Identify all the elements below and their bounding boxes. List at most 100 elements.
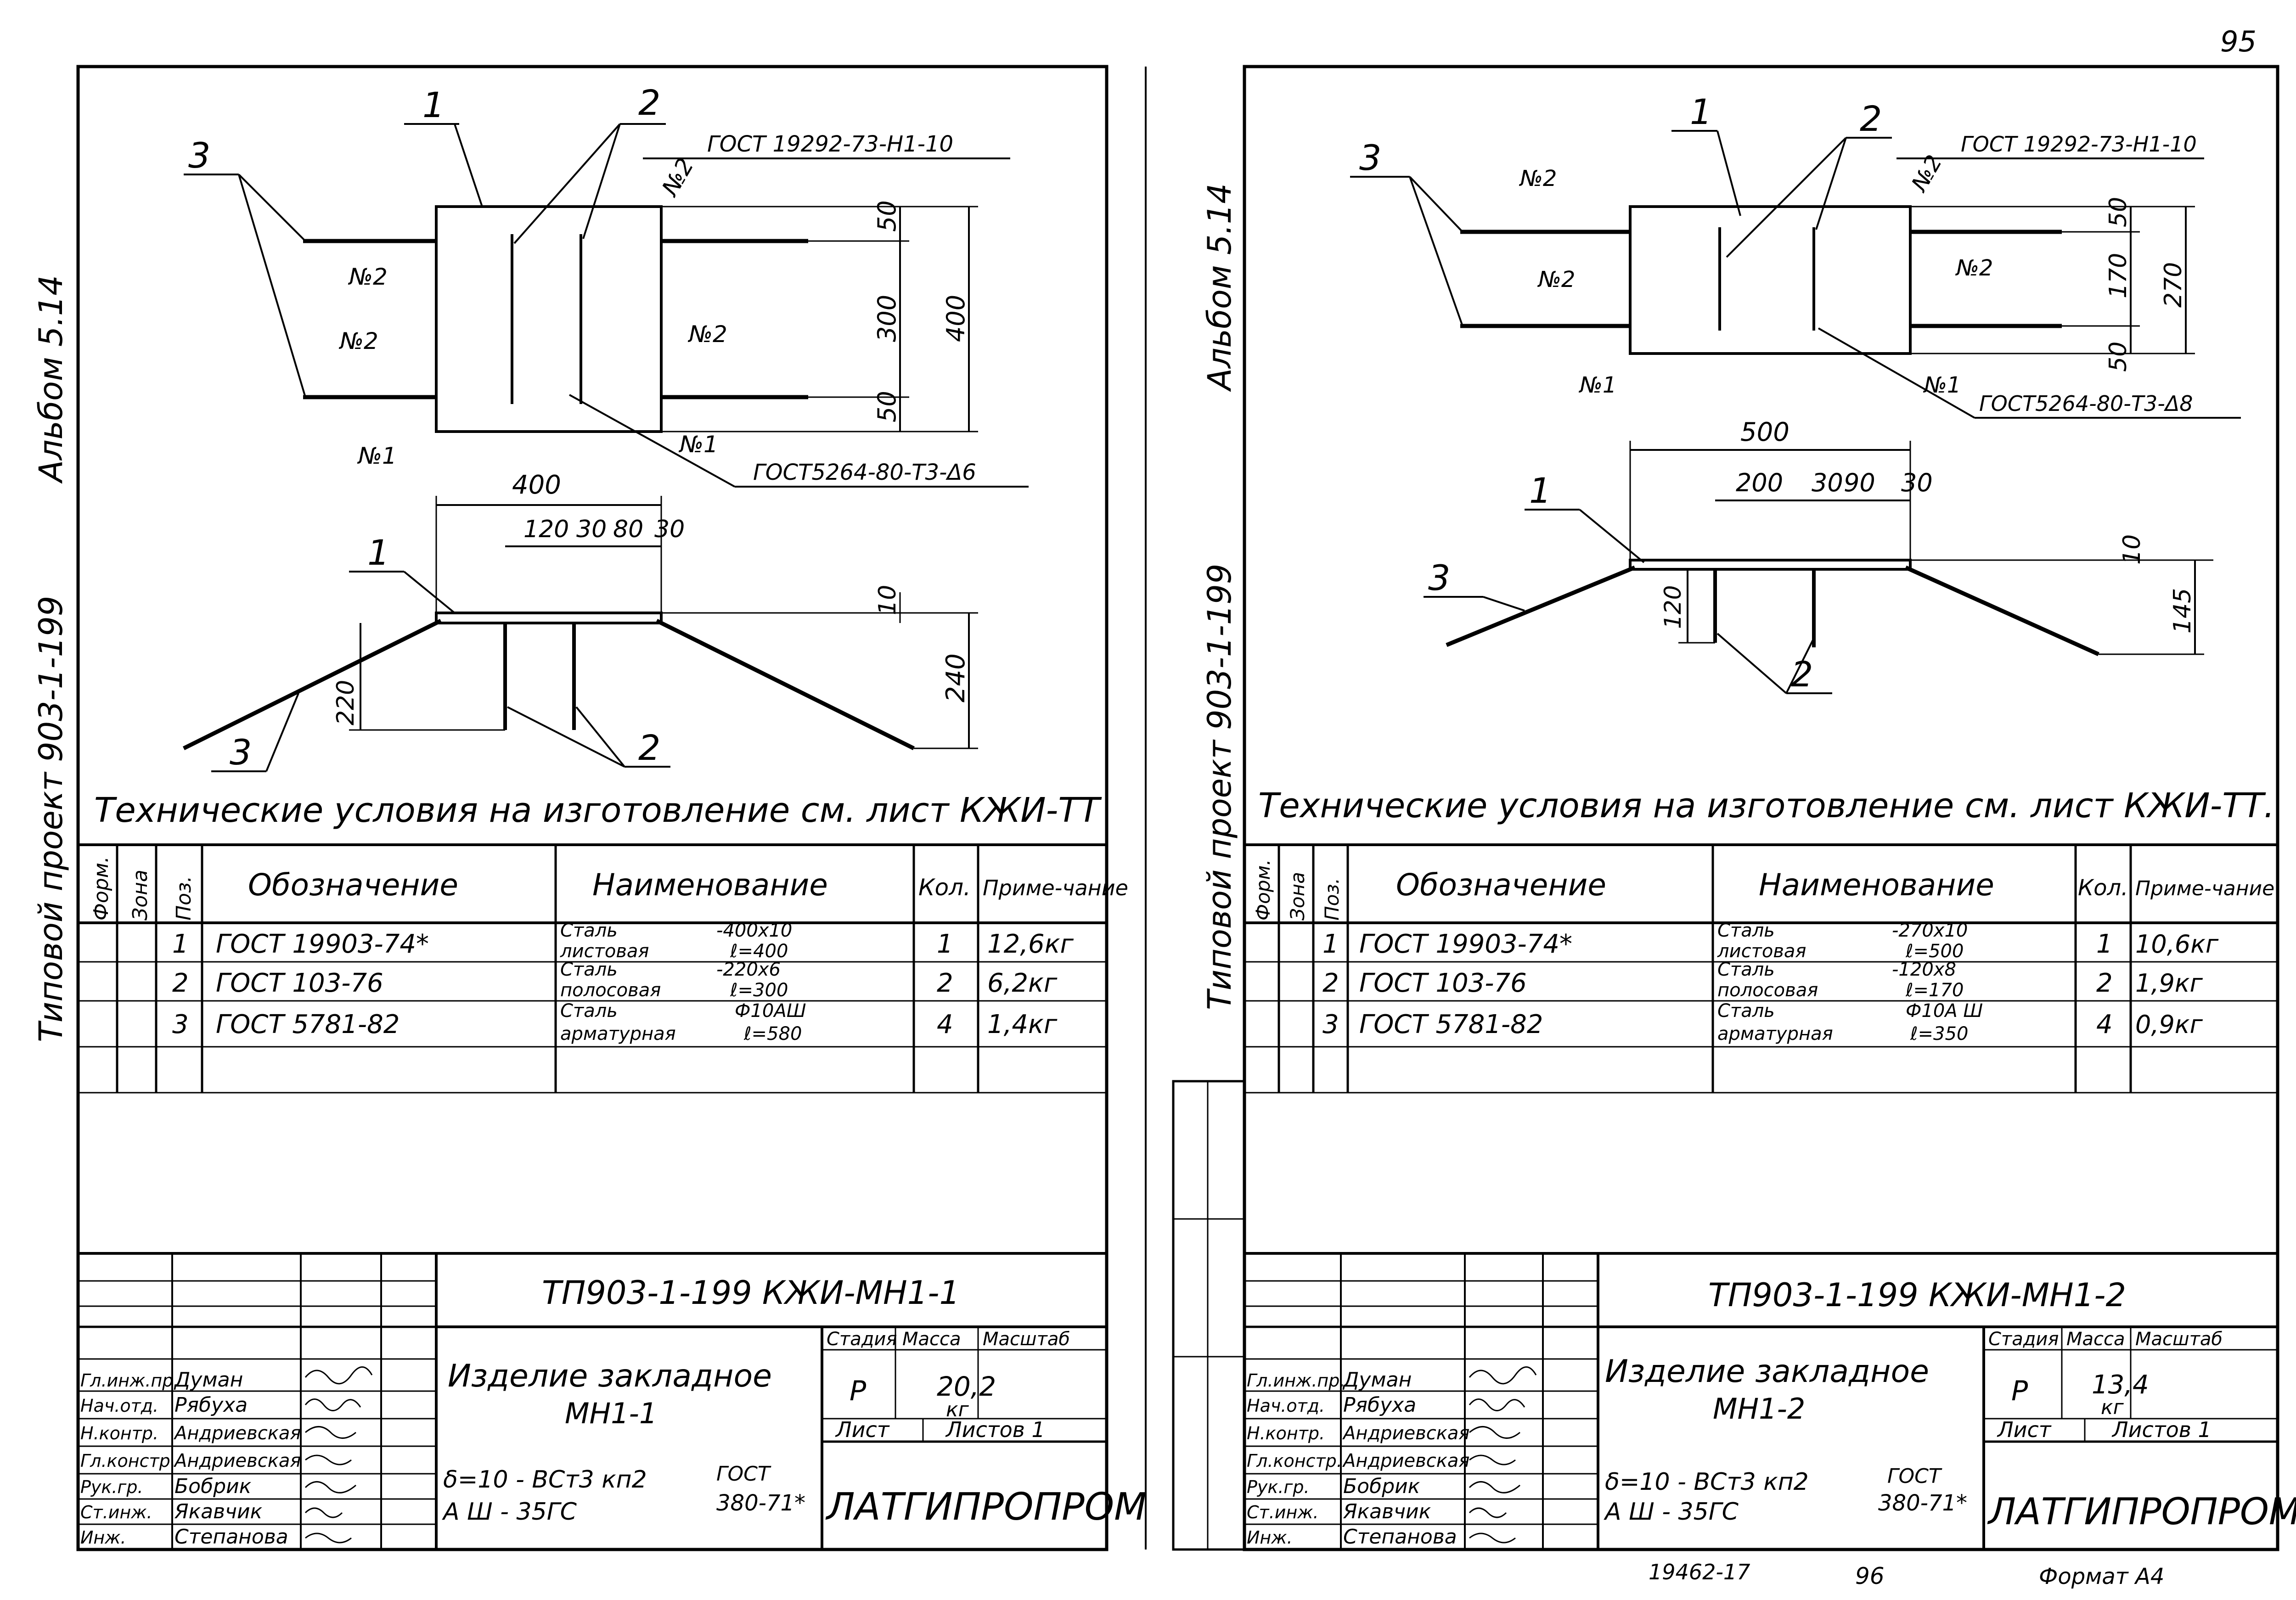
leader (1716, 130, 1741, 216)
item-mark: МН1-2 (1713, 1392, 1805, 1426)
row-qty: 4 (937, 1010, 953, 1039)
callout-part1: 1 (1690, 91, 1712, 132)
mass-value: 20,2 (937, 1371, 996, 1402)
row-size: ℓ=350 (1910, 1023, 1968, 1044)
header-format: Форм. (1252, 859, 1274, 921)
callout-part1: 1 (1529, 470, 1551, 511)
leader (507, 706, 625, 768)
section-view: 500 200 30 90 30 10 145 120 1 3 2 (1424, 417, 2213, 695)
signature (1469, 1398, 1525, 1411)
material-gost: 380-71* (716, 1490, 805, 1516)
signature (304, 1398, 361, 1411)
row-designation: ГОСТ 5781-82 (1359, 1010, 1543, 1039)
signature (1469, 1507, 1507, 1518)
spec-table: Форм. Зона Поз. Обозначение Наименование… (1244, 843, 2278, 1094)
scale-label: Масштаб (2135, 1329, 2223, 1350)
staff-role: Гл.констр. (80, 1451, 176, 1471)
weld-no2: №2 (1955, 255, 1993, 281)
signature (304, 1366, 373, 1385)
title-block: ТП903-1-199 КЖИ-МН1-2 Изделие закладное … (1244, 1252, 2296, 1549)
staff-role: Гл.инж.пр. (1247, 1370, 1345, 1391)
material-gost: ГОСТ (716, 1462, 771, 1486)
row-size: Ф10А Ш (1906, 1000, 1983, 1022)
plan-view: 50 170 270 50 1 2 3 №2 №2 №2 №2 №1 №1 ГО… (1350, 91, 2241, 419)
plate-section (1629, 559, 1912, 571)
sheet-frame-left (76, 65, 1109, 1551)
staff-role: Рук.гр. (1247, 1477, 1310, 1497)
spec-row: 1 ГОСТ 19903-74* Сталь листовая -400х10 … (172, 920, 1074, 962)
callout-part1: 1 (422, 84, 445, 125)
leader (454, 124, 483, 207)
sheet-label: Лист (1997, 1417, 2052, 1442)
spec-row: 3 ГОСТ 5781-82 Сталь арматурная Ф10АШ ℓ=… (172, 1000, 1058, 1044)
footer-next-page: 96 (1855, 1563, 1885, 1589)
sheet-label: Лист (835, 1417, 890, 1442)
spec-row: 2 ГОСТ 103-76 Сталь полосовая -220х6 ℓ=3… (172, 959, 1058, 1001)
staff-name: Андриевская (1342, 1450, 1469, 1471)
row-qty: 2 (2096, 968, 2113, 998)
spec-row: 2 ГОСТ 103-76 Сталь полосовая -120х8 ℓ=1… (1322, 959, 2203, 1001)
mass-unit: кг (2101, 1396, 2124, 1419)
row-size: ℓ=170 (1905, 980, 1964, 1001)
row-pos: 3 (172, 1010, 189, 1039)
mass-label: Масса (902, 1329, 961, 1350)
staff-role: Н.контр. (80, 1423, 158, 1443)
header-pos: Поз. (1321, 878, 1343, 921)
approval-stamp-grid (1172, 1080, 1246, 1551)
dim-270: 270 (2160, 262, 2187, 308)
leader (238, 174, 306, 398)
spec-table: Форм. Зона Поз. Обозначение Наименование… (78, 843, 1128, 1094)
leader (1409, 176, 1463, 326)
row-name: листовая (1717, 941, 1806, 962)
dim-50: 50 (872, 200, 901, 232)
callout-part3: 3 (230, 732, 252, 773)
row-size: Ф10АШ (735, 1000, 806, 1022)
organization: ЛАТГИПРОПРОМ (825, 1485, 1147, 1529)
dim-30: 30 (654, 516, 685, 543)
signature (1469, 1366, 1537, 1385)
leader (582, 124, 621, 239)
staff-role: Нач.отд. (80, 1396, 158, 1416)
section-view: 400 120 30 80 30 10 240 220 1 3 2 (182, 470, 978, 773)
row-size: ℓ=400 (730, 941, 788, 962)
row-name: полосовая (1717, 980, 1818, 1001)
header-name: Наименование (592, 867, 828, 903)
row-designation: ГОСТ 103-76 (1359, 968, 1527, 998)
row-size: -120х8 (1892, 959, 1956, 980)
staff-name: Андриевская (173, 1450, 301, 1471)
row-note: 1,4кг (987, 1010, 1058, 1039)
mass-label: Масса (2066, 1329, 2125, 1350)
row-name: Сталь (1717, 1000, 1775, 1022)
row-size: ℓ=580 (743, 1023, 802, 1044)
side-project: Типовой проект 903-1-199 (1201, 564, 1238, 1010)
staff-name: Бобрик (174, 1475, 252, 1498)
tech-conditions: Технические условия на изготовление см. … (94, 791, 1103, 830)
dim-200: 200 (1736, 468, 1783, 497)
row-pos: 1 (1322, 929, 1339, 959)
row-designation: ГОСТ 103-76 (216, 968, 383, 998)
scale-label: Масштаб (983, 1329, 1070, 1350)
leader (513, 123, 621, 244)
row-designation: ГОСТ 19903-74* (1359, 929, 1572, 959)
row-note: 6,2кг (987, 968, 1058, 998)
anchor-section (1905, 565, 2099, 657)
organization: ЛАТГИПРОПРОМ (1987, 1490, 2296, 1533)
signature (305, 1533, 352, 1544)
page-number: 95 (2220, 25, 2257, 58)
leader (1785, 638, 1815, 694)
callout-part3: 3 (1428, 557, 1450, 598)
dim-10: 10 (874, 585, 901, 615)
row-name: Сталь (560, 959, 618, 980)
material-line2: А Ш - 35ГС (442, 1498, 577, 1526)
leader (265, 693, 299, 772)
material-line1: δ=10 - ВСт3 кп2 (443, 1466, 647, 1493)
staff-role: Нач.отд. (1247, 1396, 1325, 1416)
header-zone: Зона (129, 870, 152, 921)
row-size: ℓ=500 (1905, 941, 1964, 962)
dim-170: 170 (2105, 253, 2132, 298)
staff-role: Инж. (80, 1527, 126, 1548)
signature (304, 1481, 356, 1493)
dim-220: 220 (332, 680, 360, 725)
callout-part3: 3 (188, 135, 210, 176)
side-album: Альбом 5.14 (1201, 183, 1238, 392)
